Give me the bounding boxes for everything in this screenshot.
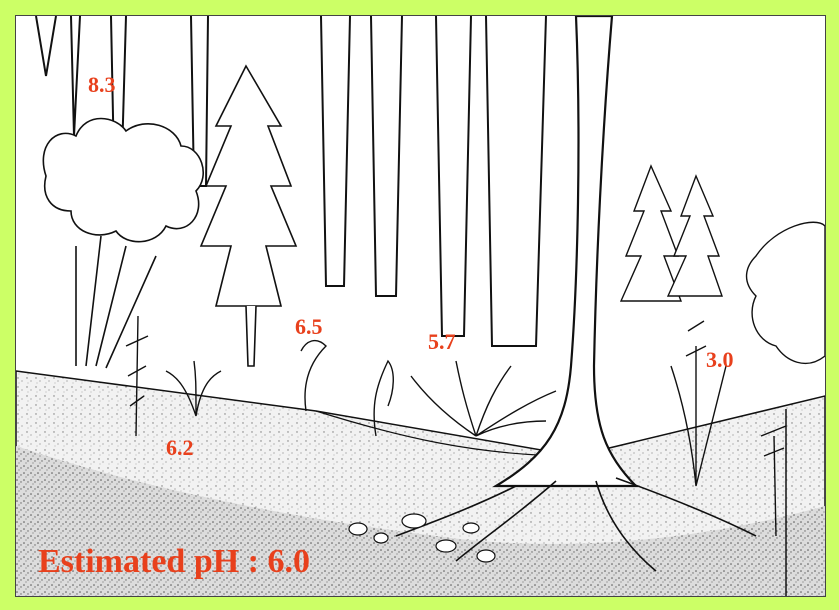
shrub-left xyxy=(42,117,205,369)
ph-label-small-plant: 6.5 xyxy=(295,314,323,339)
estimated-ph-label: Estimated pH : 6.0 xyxy=(38,543,310,580)
fern xyxy=(410,360,557,437)
forest-illustration xyxy=(15,15,826,597)
ph-label-fern: 5.7 xyxy=(428,329,456,354)
ground-plants xyxy=(125,315,787,537)
ph-label-soil: 6.2 xyxy=(166,435,194,460)
stones xyxy=(348,513,496,563)
conifer-right xyxy=(619,164,723,302)
shrub-right xyxy=(745,221,825,365)
ph-label-shrub: 8.3 xyxy=(88,72,116,97)
background-trees xyxy=(35,16,547,347)
conifer-left xyxy=(199,64,298,367)
large-tree xyxy=(395,16,757,572)
forest-drawing xyxy=(16,16,825,596)
ph-label-right-plant: 3.0 xyxy=(706,347,734,372)
